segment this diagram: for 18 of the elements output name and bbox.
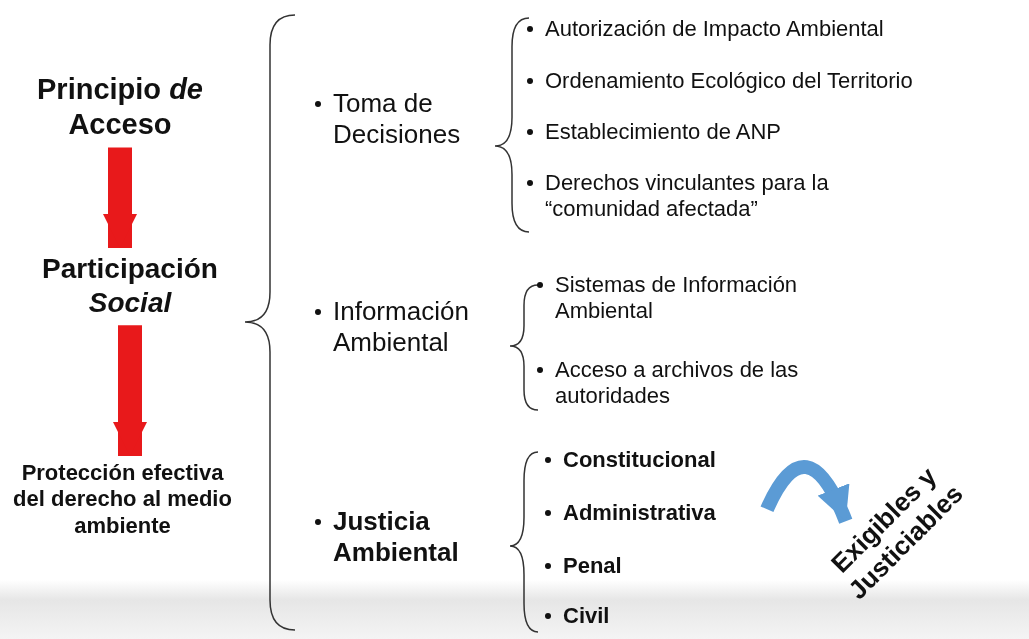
list-item: Civil (563, 603, 611, 630)
heading-text: Protección efectiva del derecho al medio ambiente (5, 460, 240, 540)
list-item: Sistemas de Información Ambiental (555, 272, 799, 325)
arrow (113, 325, 147, 456)
list-item: Justicia Ambiental (333, 506, 460, 569)
list-item: Toma de Decisiones (333, 88, 462, 151)
list-item: Establecimiento de ANP (545, 119, 783, 146)
heading-text: Principio de Acceso (20, 72, 220, 142)
list-item: Acceso a archivos de las autoridades (555, 357, 800, 410)
list-item: Administrativa (563, 500, 763, 527)
list-item: Constitucional (563, 447, 717, 474)
list-item: Penal (563, 553, 623, 580)
list-item: Ordenamiento Ecológico del Territorio (545, 68, 914, 95)
list-item: Información Ambiental (333, 296, 470, 359)
list-item: Autorización de Impacto Ambiental (545, 16, 885, 43)
arrow (103, 147, 137, 248)
heading-text: Participación Social (20, 252, 240, 320)
list-item: Derechos vinculantes para la “comunidad afectada” (545, 170, 830, 223)
